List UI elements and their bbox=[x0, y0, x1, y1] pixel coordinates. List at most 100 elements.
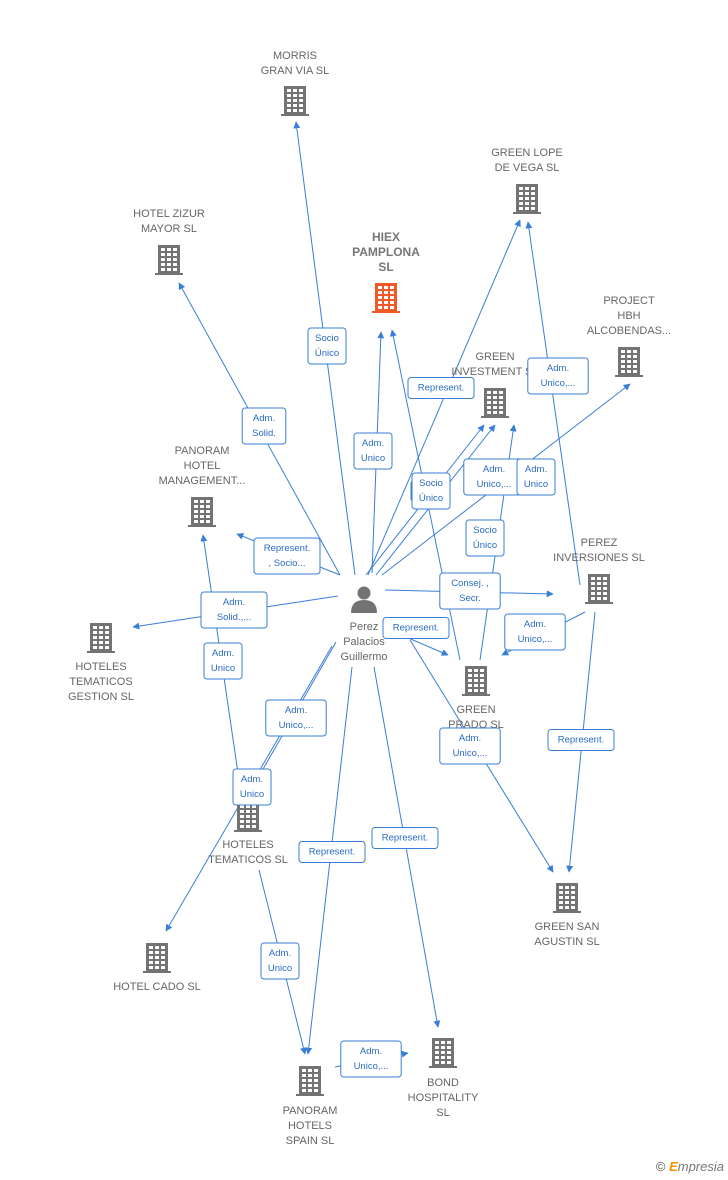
node-label-hiex-2: SL bbox=[378, 260, 393, 274]
node-label-gsanagustin-1: AGUSTIN SL bbox=[534, 936, 599, 948]
edge-label-box bbox=[547, 729, 615, 751]
edge-label-text: Unico,... bbox=[453, 748, 488, 759]
edge-label-2[interactable]: Adm.Unico bbox=[353, 432, 393, 470]
edge-label-13[interactable]: Represent. bbox=[382, 617, 450, 639]
edge-label-box bbox=[203, 642, 243, 680]
node-label-hiex-0: HIEX bbox=[372, 230, 400, 244]
edge-label-text: Unico bbox=[361, 453, 385, 464]
edge-label-16[interactable]: Adm.Unico,... bbox=[265, 699, 327, 737]
edge-label-text: Adm. bbox=[253, 413, 275, 424]
building-icon bbox=[281, 86, 309, 116]
node-project[interactable]: PROJECTHBHALCOBENDAS... bbox=[587, 295, 671, 377]
edge-4 bbox=[525, 221, 581, 586]
building-icon bbox=[296, 1066, 324, 1096]
edge-label-4[interactable]: Adm.Unico,... bbox=[527, 357, 589, 395]
edge-label-23[interactable]: Adm.Unico,... bbox=[340, 1040, 402, 1078]
edge-label-14[interactable]: Adm.Unico,... bbox=[504, 613, 566, 651]
node-label-panhm-2: MANAGEMENT... bbox=[159, 475, 246, 487]
edge-label-text: Socio bbox=[419, 478, 443, 489]
edge-label-21[interactable]: Represent. bbox=[371, 827, 439, 849]
building-icon bbox=[553, 883, 581, 913]
edge-label-text: Represent. bbox=[309, 847, 355, 858]
edge-label-12[interactable]: Adm. Solid.,... bbox=[200, 591, 268, 629]
building-icon bbox=[234, 802, 262, 832]
edge-label-box bbox=[241, 407, 287, 445]
node-panhm[interactable]: PANORAMHOTELMANAGEMENT... bbox=[159, 445, 246, 527]
edge-label-box bbox=[340, 1040, 402, 1078]
edge-label-text: Unico,... bbox=[279, 720, 314, 731]
edge-label-box bbox=[407, 377, 475, 399]
node-cado[interactable]: HOTEL CADO SL bbox=[113, 943, 201, 993]
edge-label-text: Unico bbox=[211, 663, 235, 674]
node-label-person-0: Perez bbox=[350, 621, 379, 633]
edge-label-15[interactable]: Adm.Unico bbox=[203, 642, 243, 680]
edge-label-text: Solid.,... bbox=[217, 612, 251, 623]
edge-label-text: Consej. , bbox=[451, 578, 489, 589]
edge-label-box bbox=[265, 699, 327, 737]
node-label-morris-1: GRAN VIA SL bbox=[261, 65, 329, 77]
edge-label-22[interactable]: Adm.Unico bbox=[260, 942, 300, 980]
edge-label-10[interactable]: Represent., Socio... bbox=[253, 537, 321, 575]
node-label-htsl-0: HOTELES bbox=[222, 839, 273, 851]
building-icon bbox=[462, 666, 490, 696]
edge-label-text: Adm. bbox=[459, 733, 481, 744]
edge-label-19[interactable]: Adm. Unico bbox=[232, 768, 272, 806]
person-icon bbox=[351, 586, 377, 613]
edge-label-box bbox=[439, 727, 501, 765]
edge-label-box bbox=[353, 432, 393, 470]
edge-label-text: Represent. bbox=[558, 735, 604, 746]
edge-label-text: Adm. bbox=[223, 597, 245, 608]
edge-label-18[interactable]: Adm. Unico,... bbox=[439, 727, 501, 765]
node-label-bond-1: HOSPITALITY bbox=[408, 1092, 479, 1104]
node-label-htsl-1: TEMATICOS SL bbox=[208, 854, 288, 866]
edge-label-text: Adm. bbox=[360, 1046, 382, 1057]
node-label-bond-2: SL bbox=[436, 1107, 449, 1119]
edge-label-11[interactable]: Consej. , Secr. bbox=[439, 572, 501, 610]
edge-label-17[interactable]: Represent. bbox=[547, 729, 615, 751]
edge-label-text: Represent. bbox=[382, 833, 428, 844]
node-label-project-1: HBH bbox=[617, 310, 640, 322]
edge-label-text: Unico,... bbox=[541, 378, 576, 389]
edge-label-6[interactable]: Adm.Unico bbox=[516, 458, 556, 496]
edge-label-box bbox=[298, 841, 366, 863]
edge-label-1[interactable]: Adm.Solid. bbox=[241, 407, 287, 445]
edge-label-text: Adm. bbox=[525, 464, 547, 475]
node-label-ginvest-1: INVESTMENT SL bbox=[451, 366, 538, 378]
building-icon bbox=[615, 347, 643, 377]
edge-label-text: Secr. bbox=[459, 593, 481, 604]
node-label-lope-1: DE VEGA SL bbox=[495, 162, 560, 174]
node-htsl[interactable]: HOTELES TEMATICOS SL bbox=[208, 802, 288, 866]
edge-label-box bbox=[382, 617, 450, 639]
node-label-project-2: ALCOBENDAS... bbox=[587, 325, 671, 337]
building-icon bbox=[143, 943, 171, 973]
edge-label-20[interactable]: Represent. bbox=[298, 841, 366, 863]
edge-label-box bbox=[371, 827, 439, 849]
edge-label-3[interactable]: Represent. bbox=[407, 377, 475, 399]
node-label-panhm-1: HOTEL bbox=[184, 460, 221, 472]
edge-label-text: Unico bbox=[240, 789, 264, 800]
edge-label-text: Represent. bbox=[264, 543, 310, 554]
edge-label-5[interactable]: Adm.Unico,... bbox=[463, 458, 525, 496]
edge-label-text: Adm. bbox=[483, 464, 505, 475]
edge-label-text: Adm. bbox=[524, 619, 546, 630]
edge-label-text: Adm. bbox=[269, 948, 291, 959]
edge-label-text: Adm. bbox=[241, 774, 263, 785]
edge-label-box bbox=[232, 768, 272, 806]
edge-labels-layer: SocioÚnicoAdm.Solid.Adm.UnicoRepresent.A… bbox=[200, 327, 615, 1078]
node-label-htgestion-2: GESTION SL bbox=[68, 691, 134, 703]
